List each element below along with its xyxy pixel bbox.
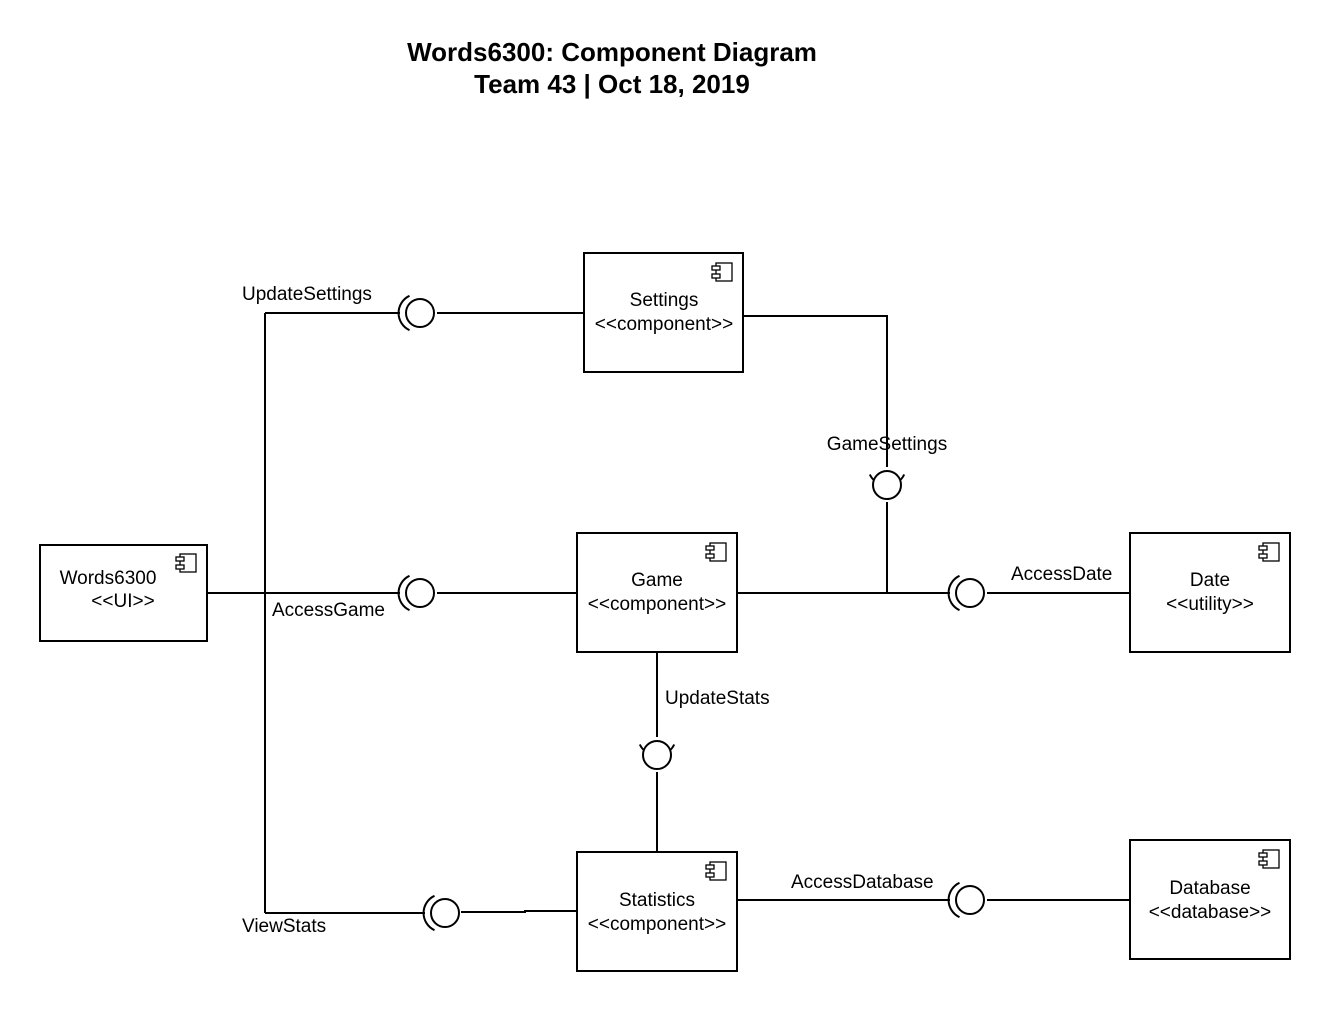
interface-view-stats-symbol	[422, 894, 460, 932]
component-ui: Words6300 <<UI>>	[39, 544, 208, 642]
component-statistics-stereotype: <<component>>	[588, 914, 726, 935]
interface-game-settings-symbol	[868, 470, 906, 500]
connectors	[207, 312, 1130, 914]
component-statistics: Statistics <<component>>	[576, 851, 738, 972]
component-database-name: Database	[1169, 878, 1250, 899]
interface-access-date-symbol	[947, 574, 985, 612]
interface-label-view-stats: ViewStats	[242, 916, 326, 937]
component-game: Game <<component>>	[576, 532, 738, 653]
interface-label-update-settings: UpdateSettings	[242, 284, 372, 305]
component-game-name: Game	[631, 570, 683, 591]
interface-label-access-date: AccessDate	[1011, 564, 1112, 585]
diagram-title: Words6300: Component Diagram Team 43 | O…	[0, 36, 1224, 100]
component-date: Date <<utility>>	[1129, 532, 1291, 653]
interface-label-update-stats: UpdateStats	[665, 688, 770, 709]
component-ui-stereotype: <<UI>>	[91, 591, 154, 612]
component-settings-stereotype: <<component>>	[595, 314, 733, 335]
component-game-stereotype: <<component>>	[588, 594, 726, 615]
interface-label-access-game: AccessGame	[272, 600, 385, 621]
component-database: Database <<database>>	[1129, 839, 1291, 960]
connector-settings-to-gamesettings	[743, 315, 888, 467]
interface-access-database-symbol	[947, 881, 985, 919]
interface-label-game-settings: GameSettings	[827, 434, 947, 455]
connector-game-to-gamesettings	[737, 502, 888, 594]
component-ui-name: Words6300	[60, 568, 157, 589]
interface-access-game-symbol	[397, 574, 435, 612]
interface-label-access-database: AccessDatabase	[791, 872, 934, 893]
component-settings-name: Settings	[630, 290, 699, 311]
title-line-2: Team 43 | Oct 18, 2019	[474, 69, 750, 99]
component-statistics-name: Statistics	[619, 890, 695, 911]
component-date-name: Date	[1190, 570, 1230, 591]
interface-update-stats-symbol	[638, 740, 676, 770]
component-settings: Settings <<component>>	[583, 252, 744, 373]
component-date-stereotype: <<utility>>	[1166, 594, 1254, 615]
component-database-stereotype: <<database>>	[1149, 902, 1272, 923]
title-line-1: Words6300: Component Diagram	[407, 37, 817, 67]
interface-update-settings-symbol	[397, 294, 435, 332]
connector-view-stats-provided	[461, 910, 577, 913]
